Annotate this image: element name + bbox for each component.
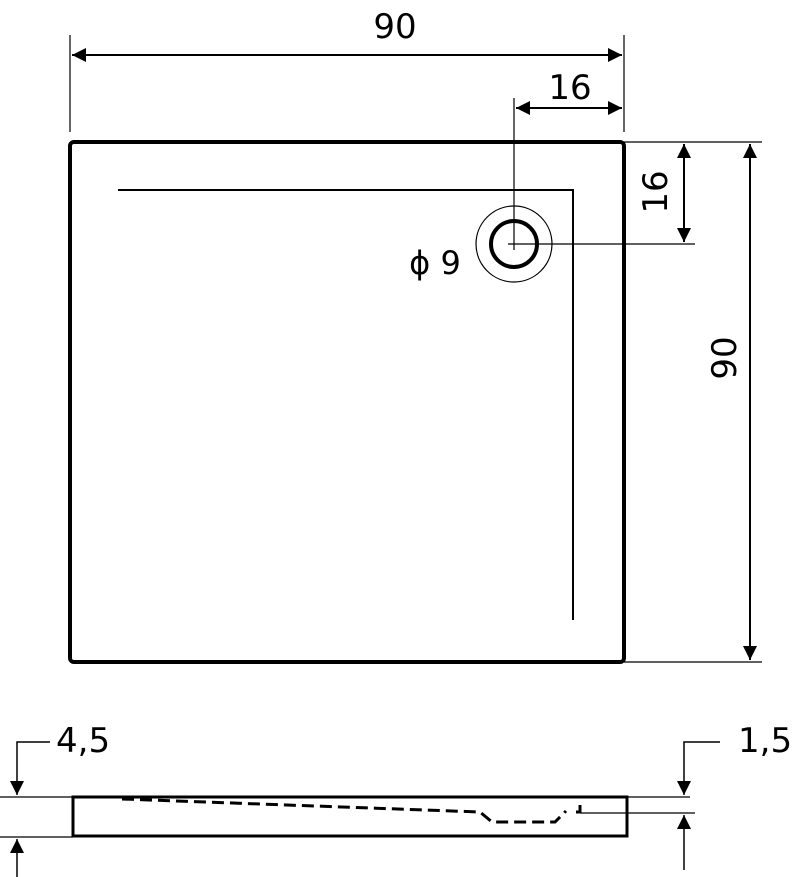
drain-depth-label: 1,5	[738, 721, 792, 761]
width-label: 90	[373, 7, 416, 47]
tray-slope-hidden-line	[121, 797, 568, 824]
drain-hidden-line	[576, 805, 582, 814]
depth-label: 90	[705, 336, 745, 379]
drain-diameter-label: ϕ 9	[409, 244, 461, 282]
drain-depth-leader	[677, 741, 720, 795]
side-view: 4,5 1,5	[0, 721, 792, 877]
tray-outline	[68, 140, 626, 664]
drain-offset-y-label: 16	[636, 170, 676, 213]
tray-inner-edge	[118, 189, 574, 620]
plan-view: 90 16 16 90 ϕ 9	[68, 7, 762, 664]
drain-offset-x-label: 16	[548, 68, 591, 108]
tray-profile	[71, 795, 629, 838]
height-leader	[10, 741, 50, 795]
height-label: 4,5	[56, 721, 110, 761]
